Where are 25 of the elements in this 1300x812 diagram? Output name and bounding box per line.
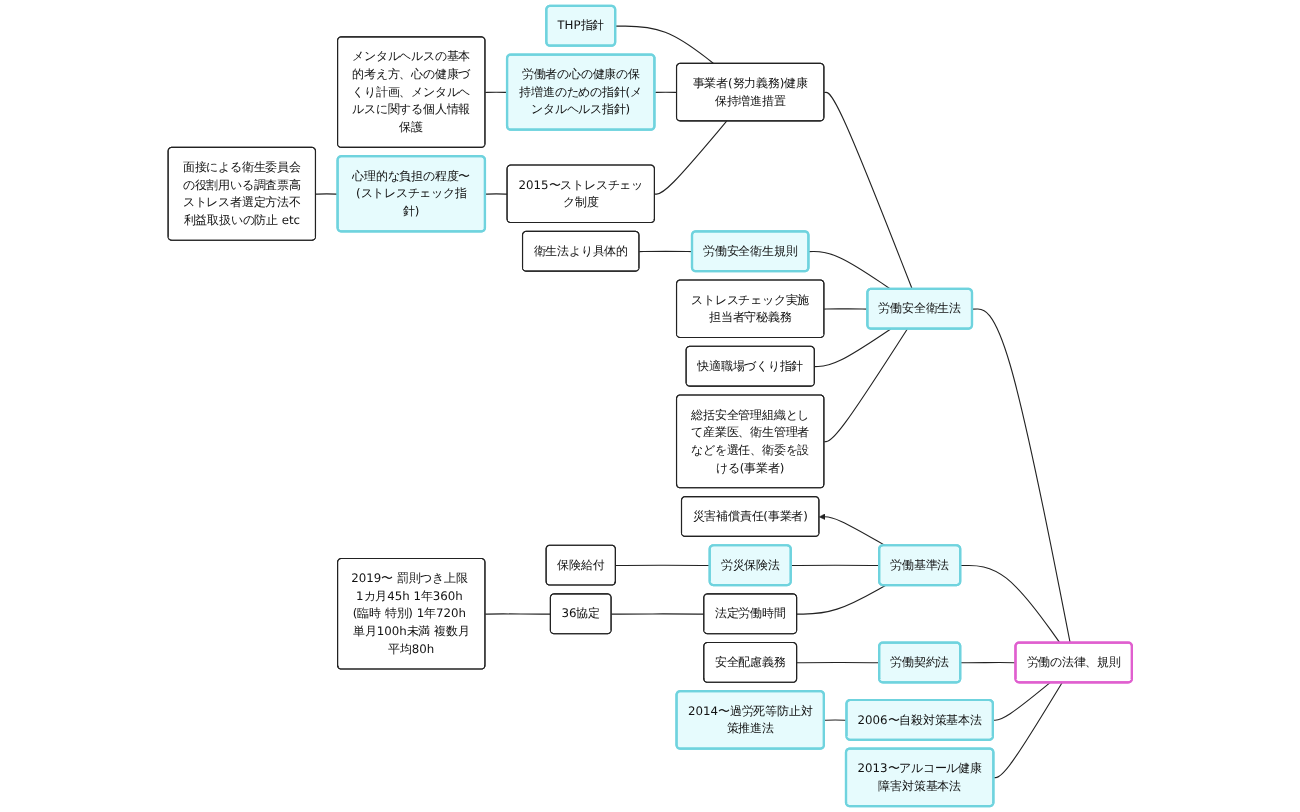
- connector: [992, 682, 1051, 721]
- connector: [823, 91, 913, 290]
- connector: [615, 25, 715, 65]
- connector: [823, 308, 869, 310]
- connector: [814, 328, 892, 368]
- connector: [808, 251, 892, 290]
- arrow: [819, 513, 886, 547]
- connector: [993, 682, 1063, 779]
- connector: [315, 193, 339, 195]
- connector: [654, 91, 678, 94]
- connector: [823, 719, 848, 721]
- connector: [615, 564, 711, 567]
- connector: [971, 308, 1071, 644]
- connector: [484, 91, 508, 94]
- connector: [484, 613, 552, 615]
- connector: [796, 662, 881, 664]
- connector: [610, 613, 705, 615]
- connector: [638, 250, 693, 253]
- connector: [960, 662, 1017, 664]
- connector: [484, 193, 508, 195]
- connector: [823, 328, 908, 443]
- connector: [790, 564, 881, 567]
- connector: [960, 564, 1061, 644]
- connector: [654, 120, 728, 195]
- connector: [796, 584, 886, 615]
